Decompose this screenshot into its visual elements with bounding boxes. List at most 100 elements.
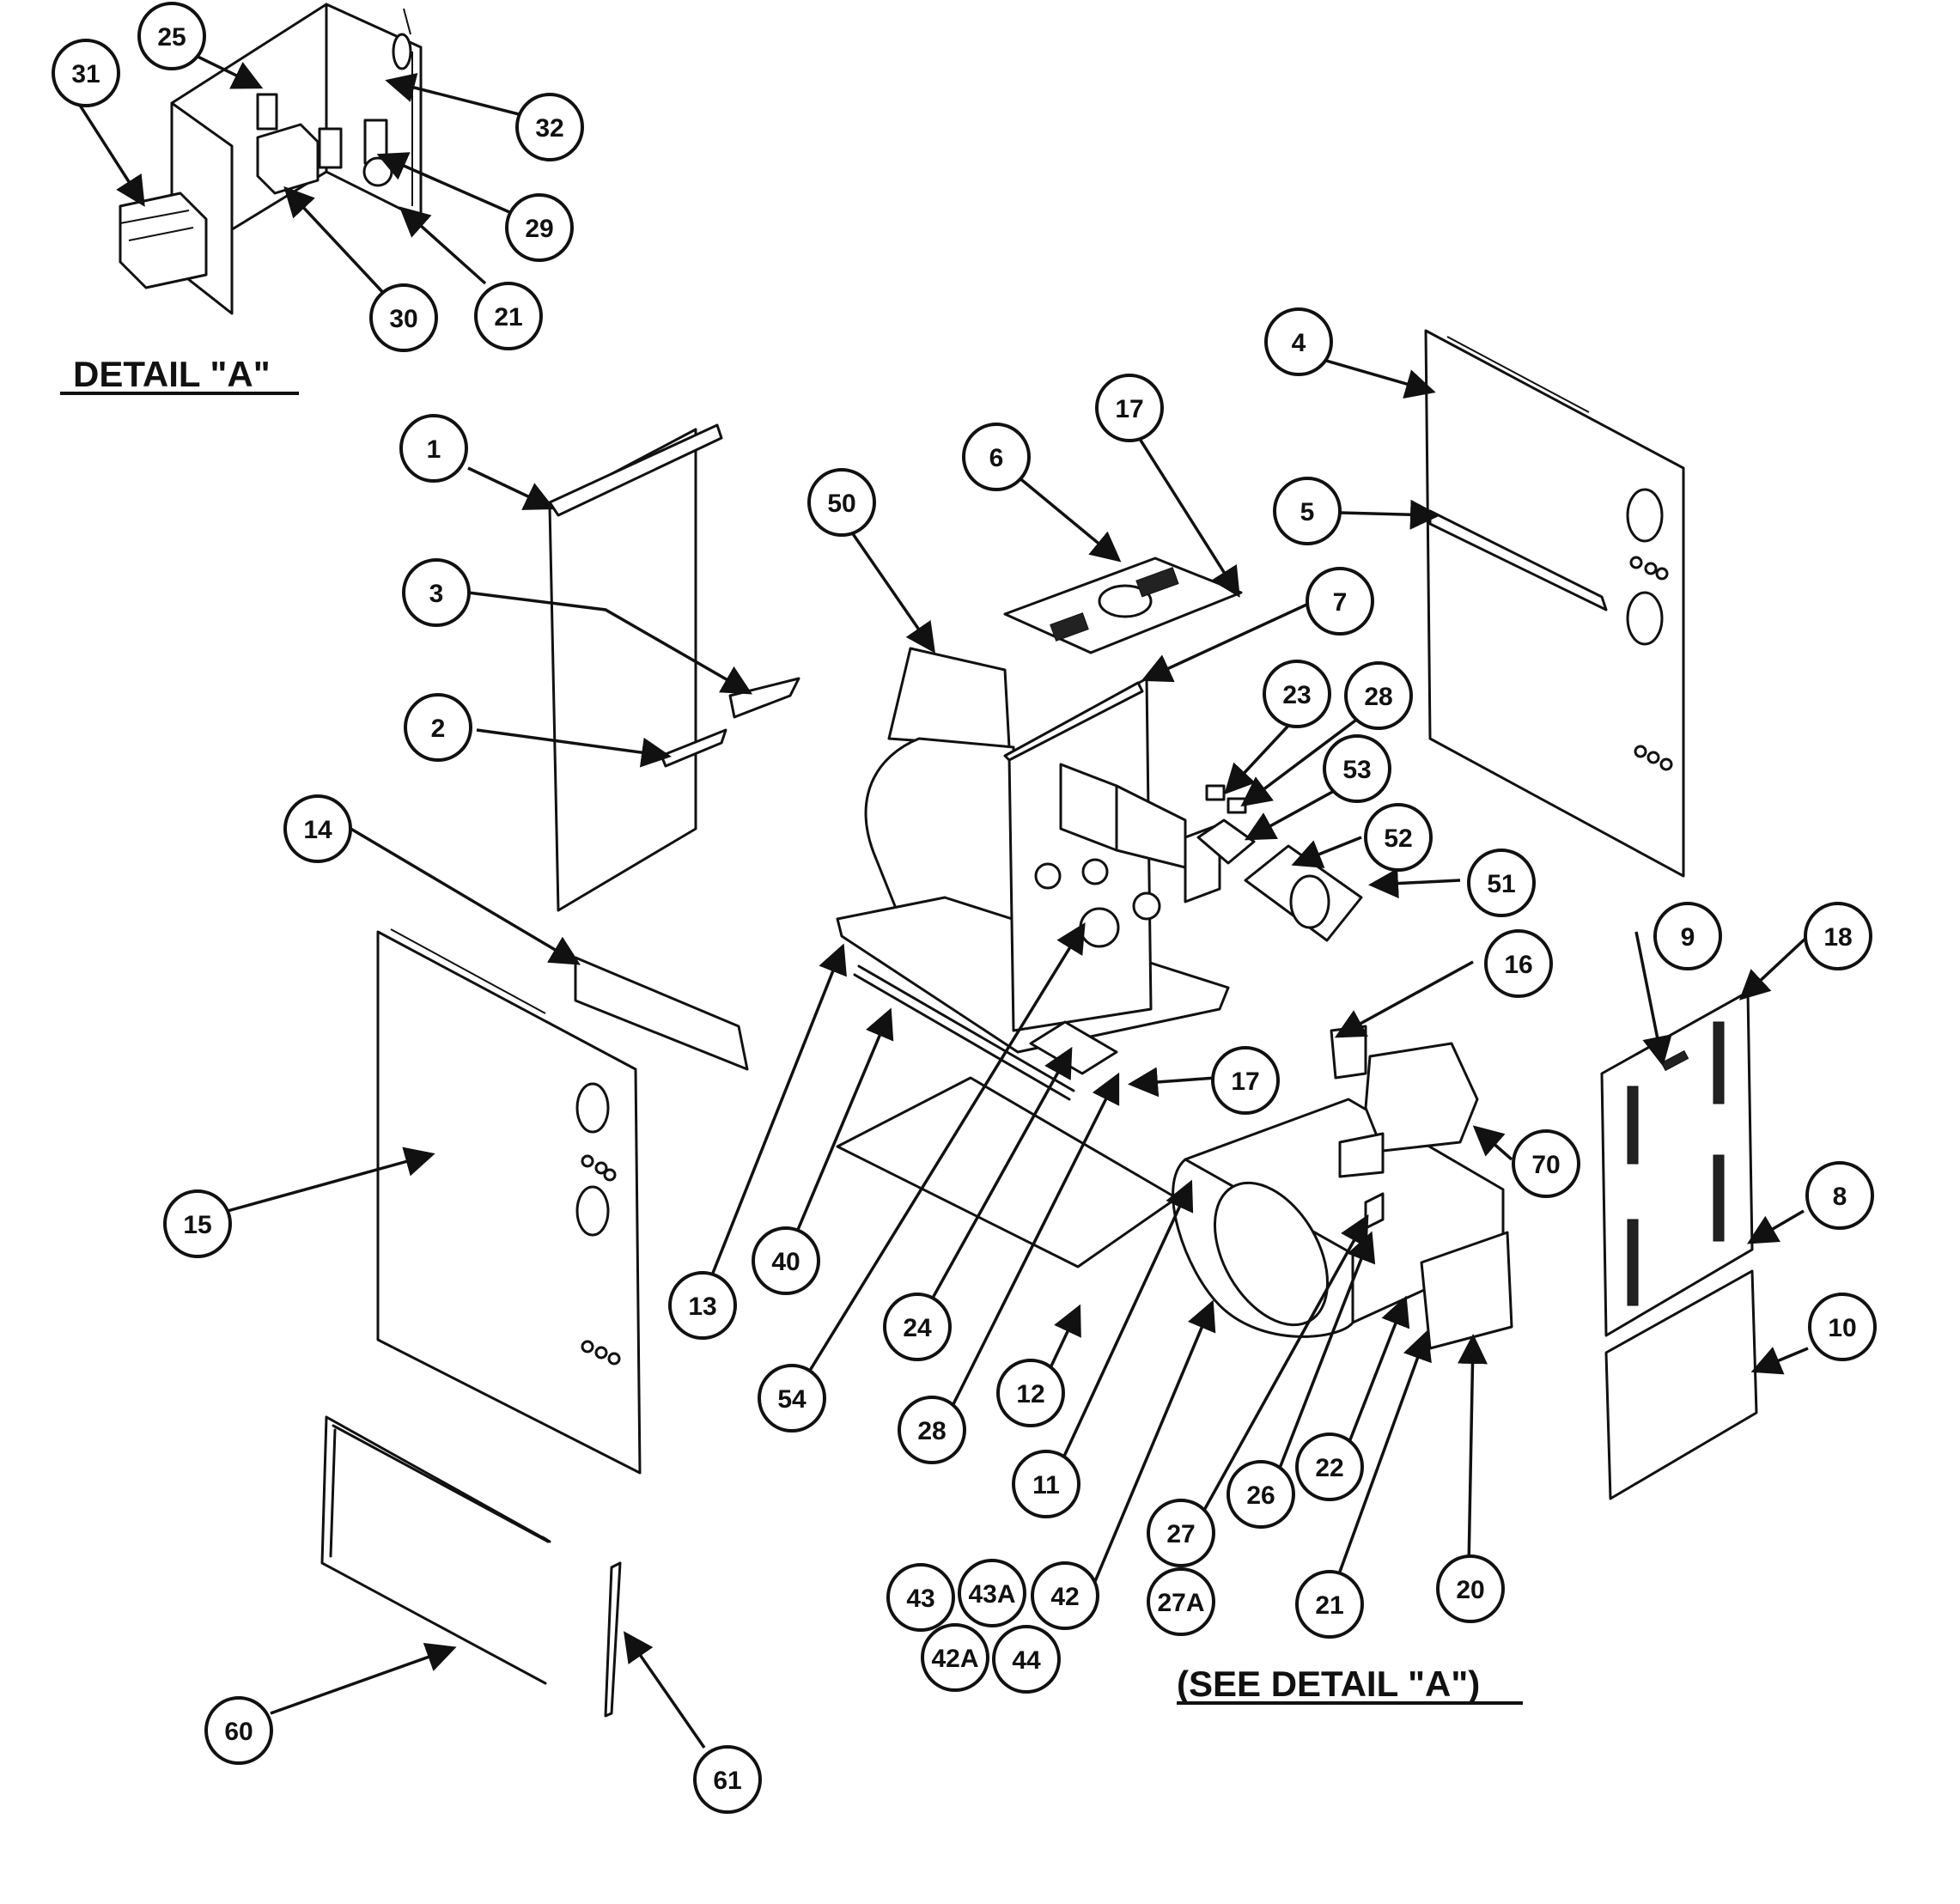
callout-18-label: 18 xyxy=(1823,923,1852,952)
callout-28-bottom-label: 28 xyxy=(917,1417,946,1445)
callout-43: 43 xyxy=(886,1563,955,1632)
callout-60: 60 xyxy=(204,1696,273,1765)
callout-8: 8 xyxy=(1805,1161,1874,1230)
part-52-plate xyxy=(1244,844,1363,942)
callout-70: 70 xyxy=(1512,1129,1580,1198)
callout-22: 22 xyxy=(1295,1433,1364,1501)
callout-52: 52 xyxy=(1364,803,1433,872)
callout-28-top: 28 xyxy=(1344,661,1413,730)
callout-44: 44 xyxy=(992,1625,1061,1694)
callout-21-detail: 21 xyxy=(474,282,543,350)
callout-18: 18 xyxy=(1804,902,1872,970)
callout-24-label: 24 xyxy=(903,1314,932,1342)
callout-13-label: 13 xyxy=(688,1293,716,1321)
callout-31: 31 xyxy=(52,39,120,107)
callout-29-label: 29 xyxy=(525,215,553,243)
part-6-top-cover xyxy=(1003,557,1243,654)
callout-17-top: 17 xyxy=(1095,374,1164,442)
part-3-bracket xyxy=(728,677,800,719)
callout-42: 42 xyxy=(1031,1561,1099,1630)
callout-3: 3 xyxy=(402,558,471,627)
callout-24: 24 xyxy=(883,1293,952,1361)
callout-54: 54 xyxy=(758,1364,826,1433)
callout-10-label: 10 xyxy=(1828,1314,1856,1342)
callout-6: 6 xyxy=(962,423,1031,491)
callout-23-label: 23 xyxy=(1282,681,1311,709)
part-12-base-plate xyxy=(836,1076,1178,1268)
part-40-strip xyxy=(853,964,1075,1101)
callout-43-label: 43 xyxy=(906,1585,934,1613)
callout-61-label: 61 xyxy=(713,1767,741,1795)
callout-1: 1 xyxy=(399,414,468,483)
callout-51: 51 xyxy=(1467,849,1536,917)
callout-1-label: 1 xyxy=(427,435,441,464)
callout-11: 11 xyxy=(1012,1450,1080,1518)
callout-10: 10 xyxy=(1808,1293,1877,1361)
part-23-28-tabs xyxy=(1205,784,1247,814)
callout-22-label: 22 xyxy=(1315,1454,1343,1482)
callout-6-label: 6 xyxy=(989,444,1004,472)
part-18-upper-door xyxy=(1600,990,1754,1337)
callout-27a: 27A xyxy=(1147,1567,1215,1636)
callout-32: 32 xyxy=(515,93,584,161)
part-14-strip xyxy=(574,956,749,1071)
callout-50: 50 xyxy=(807,468,876,537)
part-1-panel xyxy=(548,423,723,912)
callout-40-label: 40 xyxy=(771,1248,800,1276)
callout-9: 9 xyxy=(1653,902,1722,970)
callout-26: 26 xyxy=(1227,1460,1295,1529)
callout-17-mid-label: 17 xyxy=(1231,1068,1259,1096)
callout-5: 5 xyxy=(1273,477,1342,545)
callout-16: 16 xyxy=(1484,929,1553,998)
callout-16-label: 16 xyxy=(1504,951,1532,979)
leader-lines xyxy=(71,50,1810,1749)
callout-12-label: 12 xyxy=(1016,1380,1044,1408)
callout-31-label: 31 xyxy=(71,60,100,88)
callout-20: 20 xyxy=(1436,1554,1505,1623)
part-10-lower-door xyxy=(1604,1269,1758,1500)
callout-12: 12 xyxy=(996,1359,1065,1427)
callout-44-label: 44 xyxy=(1012,1646,1041,1675)
callout-25-label: 25 xyxy=(157,23,186,52)
callout-27-label: 27 xyxy=(1166,1520,1195,1548)
callout-7-label: 7 xyxy=(1333,588,1348,617)
callout-28-bottom: 28 xyxy=(898,1396,966,1464)
callout-11-label: 11 xyxy=(1032,1471,1060,1499)
callout-5-label: 5 xyxy=(1300,498,1315,526)
callout-54-label: 54 xyxy=(777,1385,807,1414)
callout-25: 25 xyxy=(137,2,206,70)
callout-42a-label: 42A xyxy=(931,1645,978,1673)
callout-29: 29 xyxy=(505,193,574,262)
callout-52-label: 52 xyxy=(1384,824,1412,853)
callout-23: 23 xyxy=(1263,660,1331,728)
callout-26-label: 26 xyxy=(1246,1481,1275,1510)
callout-21-bottom: 21 xyxy=(1295,1570,1364,1639)
callout-14-label: 14 xyxy=(303,816,332,844)
detail-a-heading: DETAIL "A" xyxy=(73,354,271,394)
callout-51-label: 51 xyxy=(1487,870,1515,898)
callout-43a: 43A xyxy=(958,1559,1026,1627)
callout-53: 53 xyxy=(1323,734,1391,803)
callout-4-label: 4 xyxy=(1292,329,1306,357)
callout-70-label: 70 xyxy=(1531,1151,1560,1179)
callout-40: 40 xyxy=(752,1226,820,1295)
callout-60-label: 60 xyxy=(224,1718,253,1746)
callout-27a-label: 27A xyxy=(1157,1589,1204,1617)
callout-42a: 42A xyxy=(921,1623,989,1692)
callout-28-top-label: 28 xyxy=(1364,683,1392,711)
callout-20-label: 20 xyxy=(1456,1576,1484,1604)
callout-42-label: 42 xyxy=(1050,1583,1079,1611)
callout-8-label: 8 xyxy=(1833,1183,1847,1211)
callout-4: 4 xyxy=(1264,307,1333,376)
callout-15-label: 15 xyxy=(183,1211,211,1239)
callout-13: 13 xyxy=(668,1271,737,1340)
callout-21-bottom-label: 21 xyxy=(1315,1591,1343,1620)
callout-2: 2 xyxy=(404,693,472,762)
part-15-side-panel xyxy=(376,928,642,1475)
callout-9-label: 9 xyxy=(1681,923,1695,952)
callout-32-label: 32 xyxy=(535,114,563,143)
callout-30: 30 xyxy=(369,283,438,352)
callout-21-detail-label: 21 xyxy=(494,303,522,332)
callout-43a-label: 43A xyxy=(968,1580,1015,1609)
